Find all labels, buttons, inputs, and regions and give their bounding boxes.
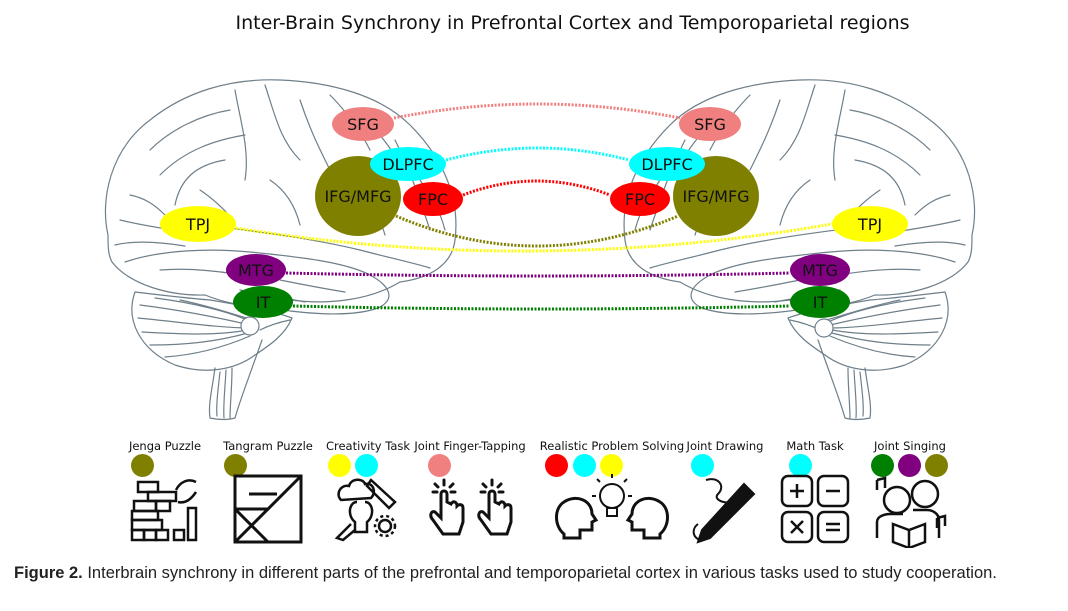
math-icon [778,472,852,548]
connection-line-sfg [393,102,681,120]
region-label: TPJ [857,215,882,234]
region-it-right: IT [790,286,850,318]
right-cerebellum [787,291,949,371]
region-dot-tpj [328,454,351,477]
region-dlpfc-left: DLPFC [370,147,446,181]
region-ellipse [679,107,741,141]
connection-line-ifg-mfg [395,214,679,248]
region-dot-it [871,454,894,477]
singing-icon [873,472,947,550]
region-ellipse [332,107,394,141]
figure-title: Inter-Brain Synchrony in Prefrontal Cort… [235,12,910,34]
region-dot-mtg [898,454,921,477]
region-ellipse [790,286,850,318]
region-mtg-left: MTG [226,254,286,286]
left-brainstem [208,339,263,421]
region-ifg-mfg-left: IFG/MFG [315,156,401,236]
task-label: Jenga Puzzle [128,439,202,453]
right-brainstem [817,339,872,421]
connection-line-fpc [462,179,611,197]
region-label: FPC [418,190,448,209]
region-fpc-right: FPC [610,182,670,216]
region-label: FPC [625,190,655,209]
right-brain-outline [623,79,976,307]
region-dlpfc-right: DLPFC [629,147,705,181]
drawing-icon [688,472,762,548]
left-cerebellum [131,291,293,371]
region-label: SFG [694,115,726,134]
tangram-icon [231,472,305,548]
region-tpj-right: TPJ [832,206,908,242]
left-brain-outline [104,79,457,307]
region-ifg-mfg-right: IFG/MFG [673,156,759,236]
region-label: IFG/MFG [324,187,391,206]
task-label: Joint Finger-Tapping [414,439,526,453]
region-ellipse [629,147,705,181]
region-label: DLPFC [641,155,692,174]
creativity-icon [331,472,405,548]
connection-line-tpj [235,222,833,253]
figure-caption: Figure 2. Interbrain synchrony in differ… [14,563,1058,583]
caption-text: Interbrain synchrony in different parts … [82,564,997,582]
region-label: IFG/MFG [682,187,749,206]
region-label: MTG [238,261,274,280]
task-label: Creativity Task [325,439,411,453]
region-label: DLPFC [382,155,433,174]
region-dot-fpc [545,454,568,477]
region-dot-dlpfc [355,454,378,477]
region-dot-dlpfc [573,454,596,477]
region-sfg-left: SFG [332,107,394,141]
region-ellipse [673,156,759,236]
region-ellipse [226,254,286,286]
synchrony-connections [235,102,833,311]
connection-line-dlpfc [445,146,630,162]
region-ellipse [832,206,908,242]
task-label: Math Task [786,439,844,453]
connection-line-it [292,304,791,311]
region-ellipse [790,254,850,286]
region-ellipse [233,286,293,318]
region-dot-dlpfc [691,454,714,477]
region-fpc-left: FPC [403,182,463,216]
region-dot-ifg-mfg [131,454,154,477]
region-dot-ifg-mfg [224,454,247,477]
brain-diagram: SFG SFG IFG/MFG IFG/MFG DLPFC DLPFC FPC FPC TPJ T… [104,79,976,421]
region-dot-tpj [600,454,623,477]
task-label: Realistic Problem Solving [539,439,685,453]
task-label: Joint Drawing [686,439,764,453]
region-label: IT [813,293,828,312]
region-ellipse [370,147,446,181]
connection-line-mtg [285,271,791,278]
region-ellipse [160,206,236,242]
region-mtg-right: MTG [790,254,850,286]
region-ellipse [315,156,401,236]
region-dot-sfg [428,454,451,477]
jenga-icon [128,472,202,548]
region-label: MTG [802,261,838,280]
region-tpj-left: TPJ [160,206,236,242]
region-ellipse [403,182,463,216]
task-label: Joint Singing [874,439,946,453]
region-dot-ifg-mfg [925,454,948,477]
caption-label: Figure 2. [14,564,83,582]
brain-regions: SFG SFG IFG/MFG IFG/MFG DLPFC DLPFC FPC FPC TPJ T… [160,107,908,318]
region-dot-dlpfc [789,454,812,477]
region-label: SFG [347,115,379,134]
region-it-left: IT [233,286,293,318]
region-ellipse [610,182,670,216]
left-brain-illustration [104,79,457,421]
region-sfg-right: SFG [679,107,741,141]
region-label: TPJ [185,215,210,234]
right-brain-illustration [623,79,976,421]
task-label: Tangram Puzzle [223,439,313,453]
region-label: IT [256,293,271,312]
problem-solving-icon [552,472,672,548]
finger-tap-icon [425,472,515,548]
